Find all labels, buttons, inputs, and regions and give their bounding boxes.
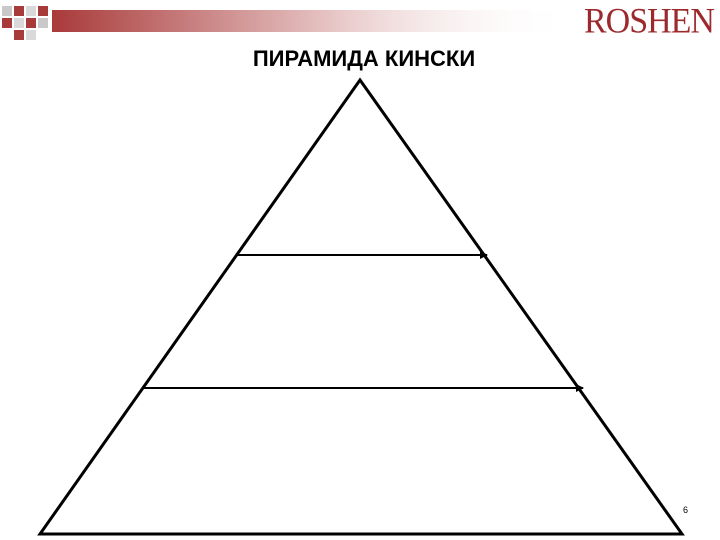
- slide-title: ПИРАМИДА КИНСКИ: [252, 46, 476, 71]
- header-gradient-bar: [52, 10, 572, 32]
- corner-squares: [2, 6, 48, 40]
- roshen-logo: ROSHEN: [583, 2, 715, 41]
- header-decoration: [2, 6, 572, 40]
- page-number: 6: [683, 505, 689, 515]
- pyramid-outline: [37, 77, 685, 536]
